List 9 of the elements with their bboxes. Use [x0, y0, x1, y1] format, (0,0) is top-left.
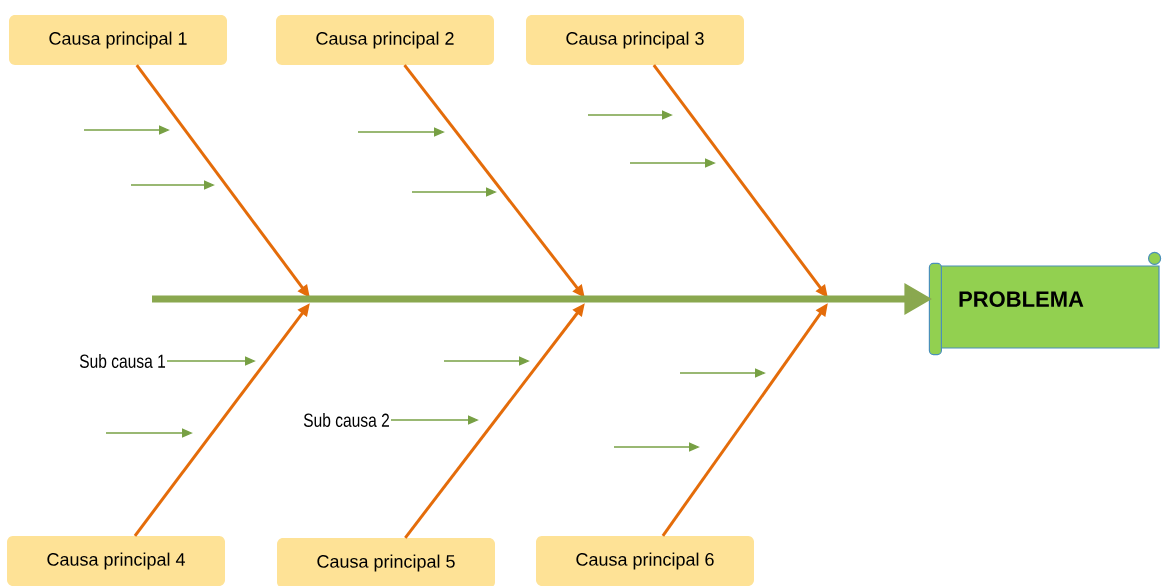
cause-box: Causa principal 6 [536, 536, 754, 586]
sub-cause-label: Sub causa 2 [303, 413, 389, 427]
cause-box: Causa principal 5 [277, 538, 495, 586]
cause-box: Causa principal 1 [9, 15, 227, 65]
sub-cause-label: Sub causa 1 [79, 354, 166, 368]
cause-box: Causa principal 4 [7, 536, 225, 586]
cause-box: Causa principal 3 [526, 15, 744, 65]
cause-box: Causa principal 2 [276, 15, 494, 65]
scroll-banner: PROBLEMA [928, 251, 1162, 356]
